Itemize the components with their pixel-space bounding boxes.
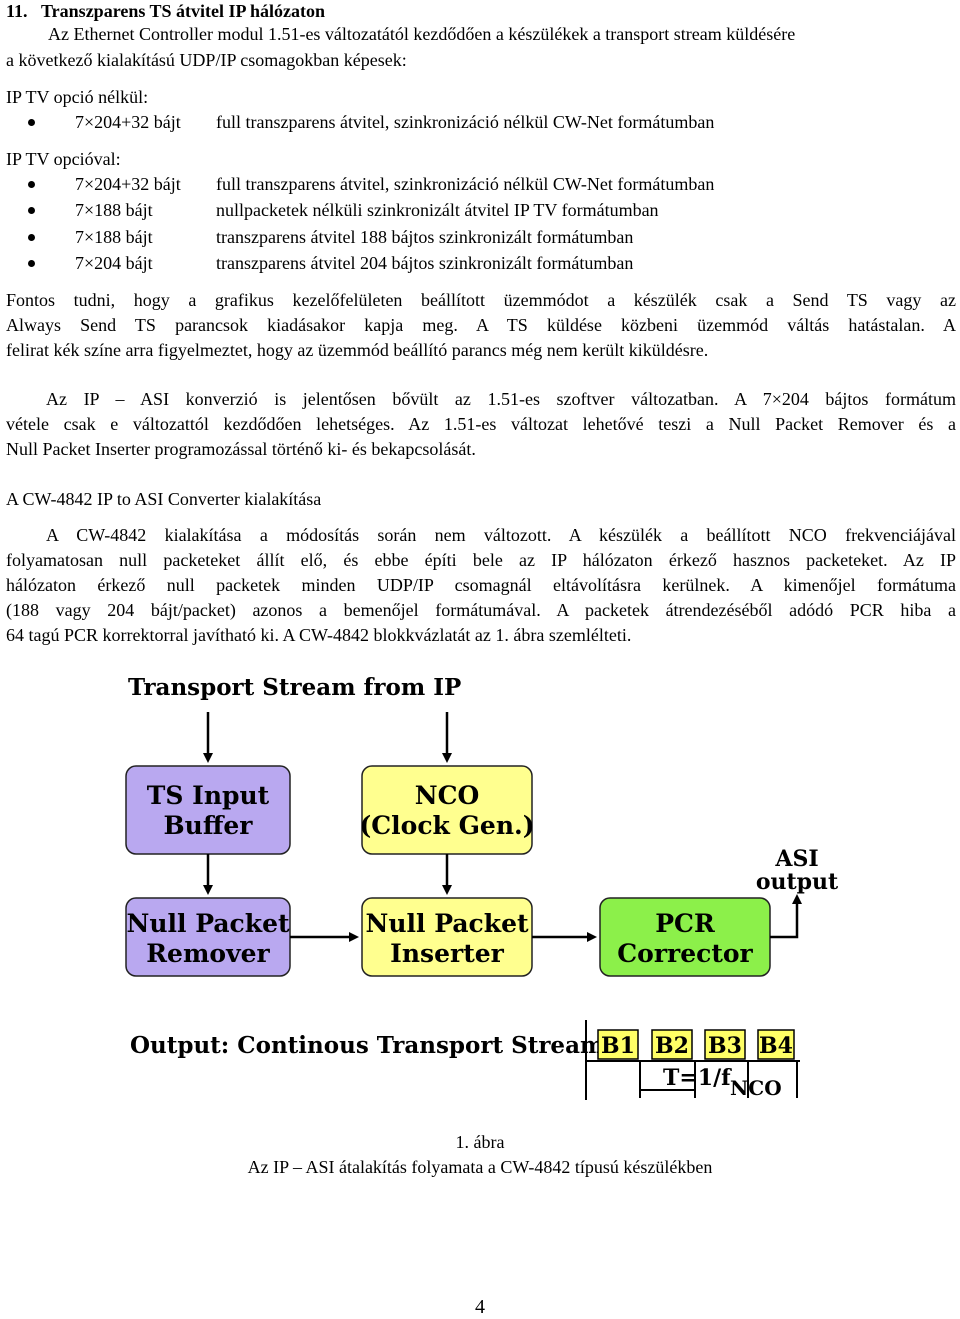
item-desc: transzparens átvitel 204 bájtos szinkron… (216, 253, 634, 273)
without-option-label: IP TV opció nélkül: (6, 87, 149, 107)
intro-line-1: Az Ethernet Controller modul 1.51-es vál… (48, 24, 796, 44)
arrow (770, 894, 802, 939)
period-label: T=1/f (663, 1065, 732, 1091)
section-title: Transzparens TS átvitel IP hálózaton (41, 1, 326, 21)
paragraph-3-line-1: A CW-4842 kialakítása a módosítás során … (46, 525, 956, 545)
bullet-icon (28, 234, 35, 241)
paragraph-2-line-1: Az IP – ASI konverzió is jelentősen bővü… (46, 389, 956, 409)
paragraph-1-line-3: felirat kék színe arra figyelmeztet, hog… (6, 340, 709, 360)
nco-box (361, 765, 533, 855)
block-b3 (704, 1029, 746, 1060)
bullet-icon (28, 119, 35, 126)
section-heading: 11. Transzparens TS átvitel IP hálózaton (6, 0, 325, 22)
item-desc: transzparens átvitel 188 bájtos szinkron… (216, 227, 634, 247)
item-code: 7×204+32 bájt (75, 112, 181, 132)
asi-output-label-2: output (756, 869, 839, 895)
page-number: 4 (475, 1296, 485, 1318)
nco-label-2: (Clock Gen.) (359, 811, 534, 840)
block-b4-label: B4 (759, 1033, 793, 1059)
bullet-icon (28, 207, 35, 214)
figure-caption: Az IP – ASI átalakítás folyamata a CW-48… (247, 1157, 713, 1177)
item-desc: full transzparens átvitel, szinkronizáci… (216, 112, 715, 132)
paragraph-2-line-2: vétele csak e változattól kezdődően lehe… (6, 414, 956, 434)
item-desc: full transzparens átvitel, szinkronizáci… (216, 174, 715, 194)
item-code: 7×204 bájt (75, 253, 153, 273)
paragraph-3-line-5: 64 tagú PCR korrektorral javítható ki. A… (6, 625, 632, 645)
paragraph-3-line-4: (188 vagy 204 bájt/packet) azonos a beme… (6, 600, 956, 620)
item-code: 7×188 bájt (75, 227, 153, 247)
paragraph-2-line-3: Null Packet Inserter programozással tört… (6, 439, 476, 459)
npr-label-2: Remover (146, 939, 270, 968)
npi-label-1: Null Packet (365, 909, 529, 938)
block-b2-label: B2 (655, 1033, 689, 1059)
ts-input-buffer-box (125, 765, 291, 855)
block-b3-label: B3 (708, 1033, 742, 1059)
figure-number: 1. ábra (455, 1132, 505, 1152)
paragraph-3-line-3: hálózaton érkező null packetek minden UD… (6, 575, 956, 595)
block-b2 (651, 1029, 693, 1060)
npi-label-2: Inserter (390, 939, 504, 968)
intro-line-2: a következő kialakítású UDP/IP csomagokb… (6, 50, 407, 70)
paragraph-3-line-2: folyamatosan null packeteket állít elő, … (6, 550, 956, 570)
block-b4 (757, 1029, 795, 1060)
block-b1 (597, 1029, 639, 1060)
npr-label-1: Null Packet (126, 909, 290, 938)
block-b1-label: B1 (601, 1033, 635, 1059)
paragraph-1-line-2: Always Send TS parancsok kiadásakor kapj… (6, 315, 956, 335)
bullet-icon (28, 181, 35, 188)
item-desc: nullpacketek nélküli szinkronizált átvit… (216, 200, 659, 220)
bullet-icon (28, 260, 35, 267)
pcr-label-2: Corrector (617, 939, 753, 968)
paragraph-1-line-1: Fontos tudni, hogy a grafikus kezelőfelü… (6, 290, 956, 310)
item-code: 7×204+32 bájt (75, 174, 181, 194)
period-sub: NCO (730, 1076, 782, 1100)
item-code: 7×188 bájt (75, 200, 153, 220)
section-number: 11. (6, 1, 28, 21)
with-option-label: IP TV opcióval: (6, 149, 121, 169)
subheading: A CW-4842 IP to ASI Converter kialakítás… (6, 489, 322, 509)
ts-input-label-1: TS Input (147, 781, 270, 810)
asi-output-label-1: ASI (774, 846, 818, 872)
ts-input-label-2: Buffer (164, 811, 254, 840)
pcr-label-1: PCR (655, 909, 715, 938)
output-label: Output: Continous Transport Stream (130, 1032, 604, 1059)
diagram-title: Transport Stream from IP (128, 674, 461, 701)
nco-label-1: NCO (415, 781, 480, 810)
